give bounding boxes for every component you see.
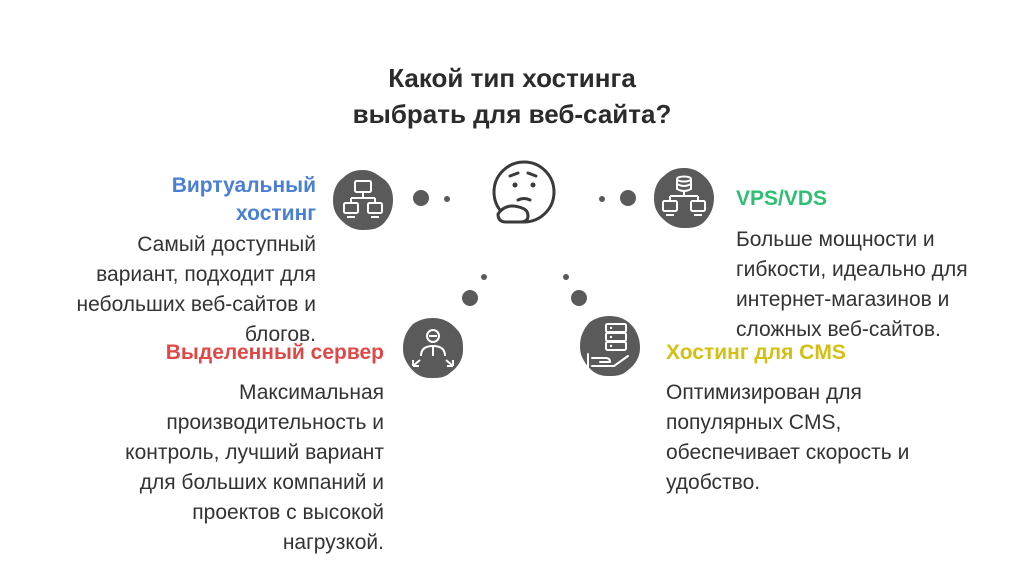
- shared-hosting-block: Виртуальный хостинг Самый доступный вари…: [20, 172, 316, 350]
- dedicated-desc-line: нагрузкой.: [282, 531, 384, 554]
- connector-dot: [571, 290, 587, 306]
- vps-hosting-block: VPS/VDS Больше мощности и гибкости, идеа…: [736, 185, 1016, 345]
- cms-hosting-block: Хостинг для CMS Оптимизирован для популя…: [666, 339, 996, 498]
- cms-desc-line: Оптимизирован для: [666, 381, 862, 404]
- admin-person-icon: [403, 318, 463, 378]
- vps-heading: VPS/VDS: [736, 187, 828, 210]
- shared-heading-line-1: Виртуальный: [171, 174, 316, 197]
- database-computers-icon: [654, 168, 714, 228]
- dedicated-description: Максимальная производительность и контро…: [60, 378, 384, 558]
- dedicated-desc-line: контроль, лучший вариант: [125, 441, 384, 464]
- cms-desc-line: популярных CMS,: [666, 411, 842, 434]
- shared-desc-line: блогов.: [244, 323, 316, 346]
- shared-desc-line: вариант, подходит для: [96, 263, 316, 286]
- connector-dot: [413, 190, 429, 206]
- title-line-2: выбрать для веб-сайта?: [352, 99, 672, 129]
- shared-desc-line: Самый доступный: [137, 233, 316, 256]
- cms-desc-line: удобство.: [666, 471, 761, 494]
- dedicated-heading: Выделенный сервер: [165, 341, 384, 364]
- cms-description: Оптимизирован для популярных CMS, обеспе…: [666, 378, 996, 498]
- vps-description: Больше мощности и гибкости, идеально для…: [736, 225, 1016, 345]
- dedicated-server-block: Выделенный сервер Максимальная производи…: [60, 339, 384, 558]
- page-title: Какой тип хостинга выбрать для веб-сайта…: [262, 60, 762, 132]
- vps-desc-line: сложных веб-сайтов.: [736, 318, 941, 341]
- connector-dot: [444, 196, 450, 202]
- connector-dot: [481, 274, 487, 280]
- dedicated-desc-line: для больших компаний и: [139, 471, 384, 494]
- shared-heading-line-2: хостинг: [235, 202, 316, 225]
- cms-desc-line: обеспечивает скорость и: [666, 441, 910, 464]
- dedicated-desc-line: проектов с высокой: [192, 501, 384, 524]
- server-hand-icon: [580, 316, 640, 376]
- shared-desc-line: небольших веб-сайтов и: [76, 293, 316, 316]
- connector-dot: [620, 190, 636, 206]
- connector-dot: [599, 196, 605, 202]
- dedicated-desc-line: Максимальная: [238, 381, 384, 404]
- connector-dot: [563, 274, 569, 280]
- cms-heading: Хостинг для CMS: [666, 341, 846, 364]
- thinking-face-icon: [492, 160, 556, 224]
- vps-desc-line: гибкости, идеально для: [736, 258, 968, 281]
- dedicated-desc-line: производительность и: [166, 411, 384, 434]
- vps-desc-line: Больше мощности и: [736, 228, 935, 251]
- title-line-1: Какой тип хостинга: [388, 63, 636, 93]
- vps-desc-line: интернет-магазинов и: [736, 288, 950, 311]
- shared-hosting-heading: Виртуальный хостинг: [20, 172, 316, 228]
- shared-hosting-description: Самый доступный вариант, подходит для не…: [20, 230, 316, 350]
- connector-dot: [462, 290, 478, 306]
- network-computers-icon: [333, 170, 393, 230]
